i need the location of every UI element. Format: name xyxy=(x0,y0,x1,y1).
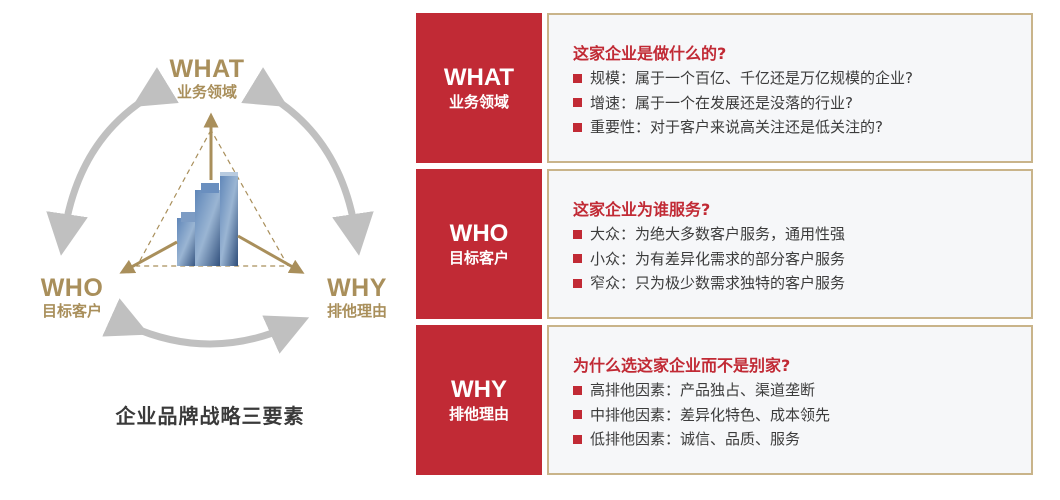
list-item: 规模：属于一个百亿、千亿还是万亿规模的企业? xyxy=(573,66,913,91)
list-item: 小众：为有差异化需求的部分客户服务 xyxy=(573,247,845,272)
question-heading: 这家企业是做什么的? xyxy=(573,44,727,63)
item-text: 窄众：只为极少数需求独特的客户服务 xyxy=(590,274,846,292)
item-text: 大众：为绝大多数客户服务，通用性强 xyxy=(590,225,846,243)
item-text: 重要性：对于客户来说高关注还是低关注的? xyxy=(590,118,883,136)
list-item: 窄众：只为极少数需求独特的客户服务 xyxy=(573,271,845,296)
square-bullet-icon xyxy=(573,278,582,288)
detail-box: 这家企业为谁服务? 大众：为绝大多数客户服务，通用性强 小众：为有差异化需求的部… xyxy=(547,169,1033,319)
node-who: WHO 目标客户 xyxy=(22,275,122,321)
gold-arrow-icon xyxy=(119,112,305,274)
list-item: 高排他因素：产品独占、渠道垄断 xyxy=(573,378,830,403)
list-item: 大众：为绝大多数客户服务，通用性强 xyxy=(573,222,845,247)
node-who-en: WHO xyxy=(40,274,104,302)
item-text: 增速：属于一个在发展还是没落的行业? xyxy=(590,93,853,112)
row-why: WHY 排他理由 为什么选这家企业而不是别家? 高排他因素：产品独占、渠道垄断 … xyxy=(416,325,1042,475)
item-text: 小众：为有差异化需求的部分客户服务 xyxy=(590,249,846,268)
node-who-cn: 目标客户 xyxy=(41,302,102,320)
cycle-arrow-icon xyxy=(46,67,374,354)
triangle-diagram-graphic xyxy=(46,67,374,354)
tag-en: WHO xyxy=(449,220,509,247)
square-bullet-icon xyxy=(573,73,582,83)
square-bullet-icon xyxy=(573,254,582,264)
tag-en: WHY xyxy=(451,376,507,403)
node-why-en: WHY xyxy=(327,274,387,302)
row-what: WHAT 业务领域 这家企业是做什么的? 规模：属于一个百亿、千亿还是万亿规模的… xyxy=(416,13,1042,163)
question-heading: 这家企业为谁服务? xyxy=(573,200,711,219)
list-item: 低排他因素：诚信、品质、服务 xyxy=(573,427,830,452)
node-what-cn: 业务领域 xyxy=(176,83,237,101)
item-list: 规模：属于一个百亿、千亿还是万亿规模的企业? 增速：属于一个在发展还是没落的行业… xyxy=(573,66,913,140)
item-text: 规模：属于一个百亿、千亿还是万亿规模的企业? xyxy=(590,69,913,87)
square-bullet-icon xyxy=(573,385,582,395)
tag-cn: 排他理由 xyxy=(448,405,509,423)
square-bullet-icon xyxy=(573,229,582,239)
brand-strategy-diagram: WHAT 业务领域 WHO 目标客户 WHY 排他理由 企业品牌战略三要素 xyxy=(0,0,410,500)
tag-cn: 业务领域 xyxy=(448,93,509,111)
item-list: 高排他因素：产品独占、渠道垄断 中排他因素：差异化特色、成本领先 低排他因素：诚… xyxy=(573,378,830,452)
list-item: 重要性：对于客户来说高关注还是低关注的? xyxy=(573,115,913,140)
square-bullet-icon xyxy=(573,434,582,444)
list-item: 中排他因素：差异化特色、成本领先 xyxy=(573,403,830,428)
tag-cn: 目标客户 xyxy=(448,249,509,267)
buildings-image xyxy=(177,172,238,266)
node-what: WHAT 业务领域 xyxy=(152,56,262,102)
diagram-caption: 企业品牌战略三要素 xyxy=(115,404,305,428)
tag-what: WHAT 业务领域 xyxy=(416,13,542,163)
node-why-cn: 排他理由 xyxy=(326,302,387,320)
detail-box: 这家企业是做什么的? 规模：属于一个百亿、千亿还是万亿规模的企业? 增速：属于一… xyxy=(547,13,1033,163)
node-why: WHY 排他理由 xyxy=(307,275,407,321)
item-list: 大众：为绝大多数客户服务，通用性强 小众：为有差异化需求的部分客户服务 窄众：只… xyxy=(573,222,845,296)
tag-en: WHAT xyxy=(443,64,515,91)
detail-box: 为什么选这家企业而不是别家? 高排他因素：产品独占、渠道垄断 中排他因素：差异化… xyxy=(547,325,1033,475)
square-bullet-icon xyxy=(573,410,582,420)
item-text: 低排他因素：诚信、品质、服务 xyxy=(590,430,801,448)
node-what-en: WHAT xyxy=(169,55,245,83)
question-heading: 为什么选这家企业而不是别家? xyxy=(573,356,791,375)
square-bullet-icon xyxy=(573,122,582,132)
item-text: 中排他因素：差异化特色、成本领先 xyxy=(590,405,831,424)
item-text: 高排他因素：产品独占、渠道垄断 xyxy=(590,381,816,399)
list-item: 增速：属于一个在发展还是没落的行业? xyxy=(573,91,913,116)
tag-why: WHY 排他理由 xyxy=(416,325,542,475)
row-who: WHO 目标客户 这家企业为谁服务? 大众：为绝大多数客户服务，通用性强 小众：… xyxy=(416,169,1042,319)
square-bullet-icon xyxy=(573,98,582,108)
tag-who: WHO 目标客户 xyxy=(416,169,542,319)
